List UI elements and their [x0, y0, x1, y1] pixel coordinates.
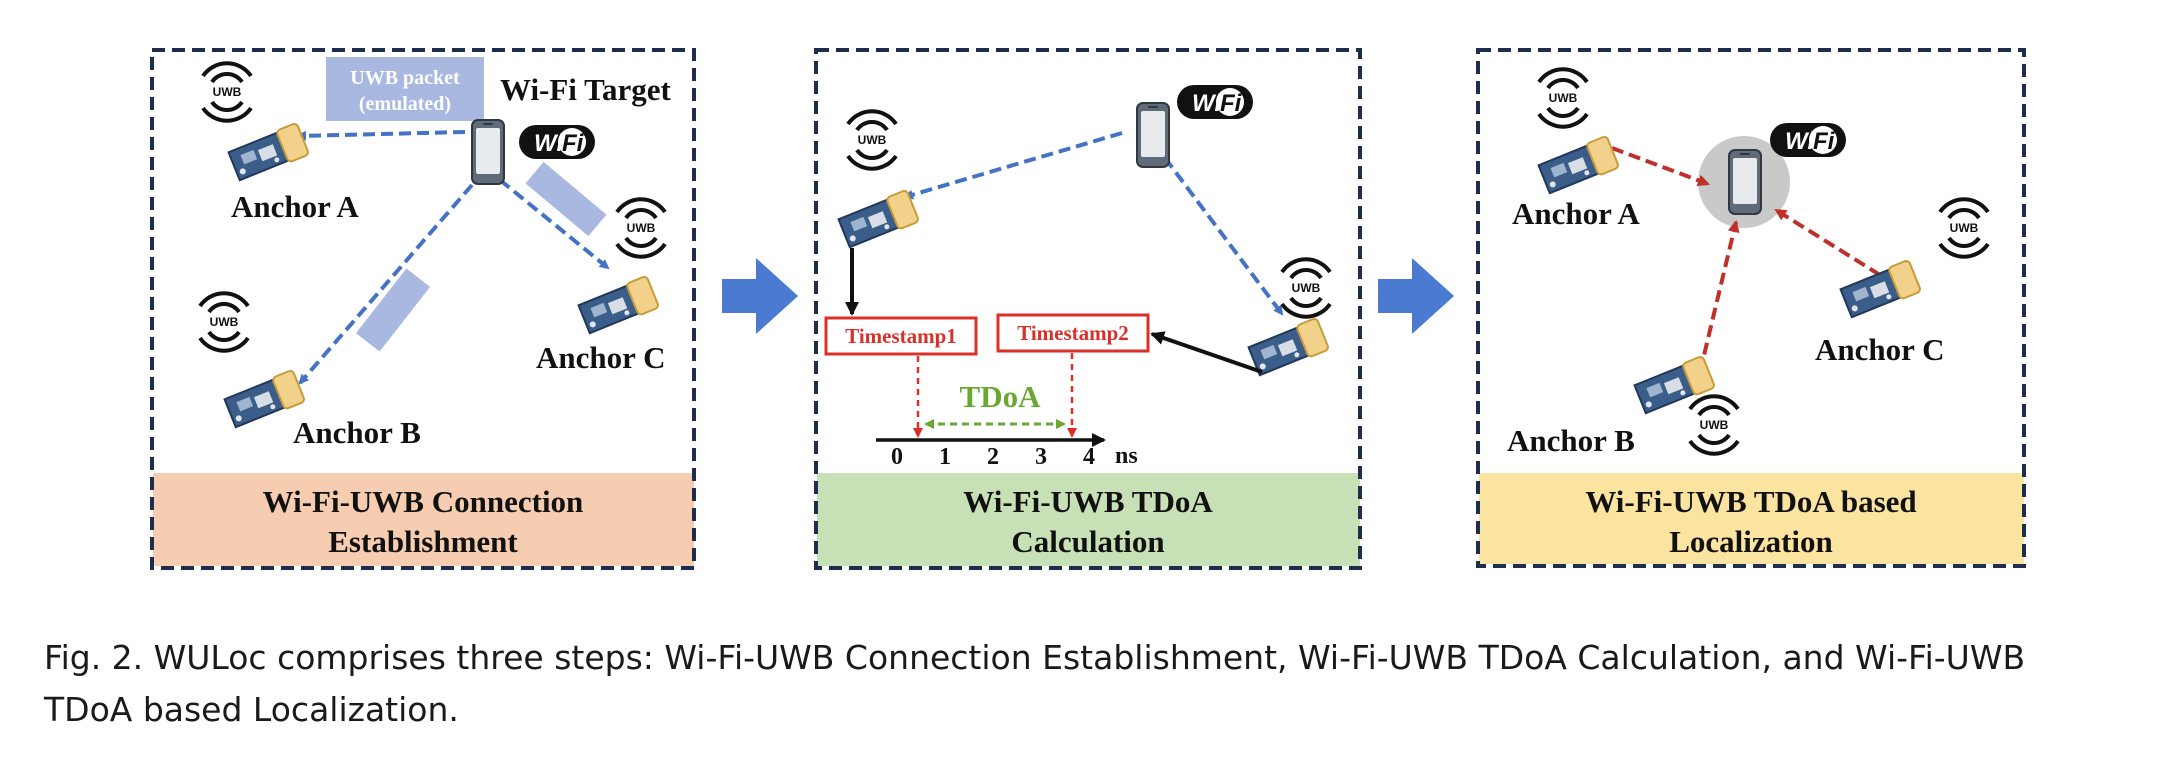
anchor-a-board-icon — [1536, 134, 1621, 197]
uwb-badge-text: UWB — [627, 221, 656, 235]
wifi-logo-text-fi: Fi — [562, 130, 585, 157]
panel-2-title-line1: Wi-Fi-UWB TDoA — [963, 484, 1213, 519]
timestamp1-box — [824, 316, 978, 356]
panel-3-border — [1476, 48, 2026, 568]
wifi-target-phone-icon — [471, 119, 505, 185]
timestamp2-box — [996, 313, 1150, 353]
tdoa-label: TDoA — [960, 379, 1042, 414]
timestamp1-label: Timestamp1 — [845, 324, 957, 348]
timestamp2-label: Timestamp2 — [1017, 321, 1129, 345]
uwb-badge-text: UWB — [1292, 281, 1321, 295]
link-target-to-anchor-2 — [1163, 156, 1284, 316]
step-arrow-1-icon — [722, 258, 798, 334]
uwb-packet-shape-c — [525, 161, 607, 237]
caption-line-1: Fig. 2. WULoc comprises three steps: Wi-… — [44, 638, 2026, 677]
wuloc-diagram: Wi-Fi-UWB Connection Establishment UWB p… — [150, 48, 2026, 570]
anchor-c-label: Anchor C — [1815, 332, 1944, 367]
anchor-a-label: Anchor A — [1512, 196, 1640, 231]
anchor-b-label: Anchor B — [1507, 423, 1635, 458]
uwb-badge-text: UWB — [1700, 418, 1729, 432]
wifi-logo-text-fi: Fi — [1813, 128, 1836, 155]
link-target-to-anchor-a — [296, 130, 466, 141]
uwb-packet-label-line2: (emulated) — [359, 93, 451, 115]
caption-line-2: TDoA based Localization. — [44, 690, 459, 729]
link-target-to-anchor-b — [298, 183, 474, 385]
wifi-logo-text: Wi — [1192, 90, 1222, 117]
panel-1-border — [150, 48, 696, 570]
figure-caption: Fig. 2. WULoc comprises three steps: Wi-… — [44, 632, 2154, 736]
time-axis-ticks: 0 1 2 3 4 — [891, 444, 1095, 470]
time-axis-tick-label: 0 — [891, 444, 903, 470]
panel-1-title-line2: Establishment — [328, 524, 518, 559]
uwb-badge-text: UWB — [858, 133, 887, 147]
anchor-a-board-icon — [226, 121, 311, 184]
range-anchor-b — [1698, 220, 1740, 373]
time-axis-tick-label: 2 — [987, 444, 999, 470]
uwb-packet-box — [326, 57, 484, 121]
wifi-target-phone-icon — [1136, 102, 1170, 168]
uwb-badge-text: UWB — [213, 85, 242, 99]
link-target-to-anchor-1 — [903, 131, 1123, 200]
panel-1-title-band — [153, 473, 694, 566]
panel-2-title-line2: Calculation — [1011, 524, 1164, 559]
anchor-c-label: Anchor C — [536, 340, 665, 375]
wifi-logo-text: Wi — [1785, 128, 1815, 155]
wifi-target-label: Wi-Fi Target — [500, 72, 671, 107]
uwb-badge-text: UWB — [1549, 91, 1578, 105]
panel-tdoa-calculation: Wi-Fi-UWB TDoA Calculation Wi Fi UWB UWB… — [814, 48, 1362, 570]
time-axis-tick-label: 4 — [1083, 444, 1095, 470]
anchor-b-board-icon — [1632, 354, 1717, 417]
anchor-b-label: Anchor B — [293, 415, 421, 450]
panel-3-title-line1: Wi-Fi-UWB TDoA based — [1585, 484, 1916, 519]
step-arrow-2-icon — [1378, 258, 1454, 334]
anchor-1-board-icon — [836, 188, 921, 251]
anchor-c-board-icon — [1838, 258, 1923, 321]
link-target-to-anchor-c — [498, 178, 610, 270]
anchor-2-board-icon — [1246, 316, 1331, 379]
time-axis-tick-label: 3 — [1035, 444, 1047, 470]
wifi-logo-text-fi: Fi — [1220, 90, 1243, 117]
panel-1-title-line1: Wi-Fi-UWB Connection — [263, 484, 584, 519]
range-anchor-a — [1611, 146, 1710, 187]
panel-tdoa-localization: Wi-Fi-UWB TDoA based Localization Wi Fi … — [1476, 48, 2026, 568]
panel-3-title-band — [1479, 473, 2024, 564]
wifi-logo-text: Wi — [534, 130, 564, 157]
panel-3-title-line2: Localization — [1669, 524, 1833, 559]
time-axis-tick-label: 1 — [939, 444, 951, 470]
uwb-packet-label-line1: UWB packet — [350, 67, 460, 89]
uwb-badge-text: UWB — [1950, 221, 1979, 235]
wifi-target-phone-icon — [1728, 149, 1762, 215]
panel-2-title-band — [817, 473, 1360, 566]
range-anchor-c — [1774, 208, 1882, 277]
panel-connection-establishment: Wi-Fi-UWB Connection Establishment UWB p… — [150, 48, 696, 570]
uwb-badge-text: UWB — [210, 315, 239, 329]
panel-2-border — [814, 48, 1362, 570]
anchor-a-label: Anchor A — [231, 189, 359, 224]
uwb-packet-shape-b — [355, 268, 431, 352]
time-axis-unit: ns — [1115, 443, 1138, 469]
anchor-c-board-icon — [576, 274, 661, 337]
arrow-anchor-2-to-timestamp2 — [1150, 331, 1263, 374]
